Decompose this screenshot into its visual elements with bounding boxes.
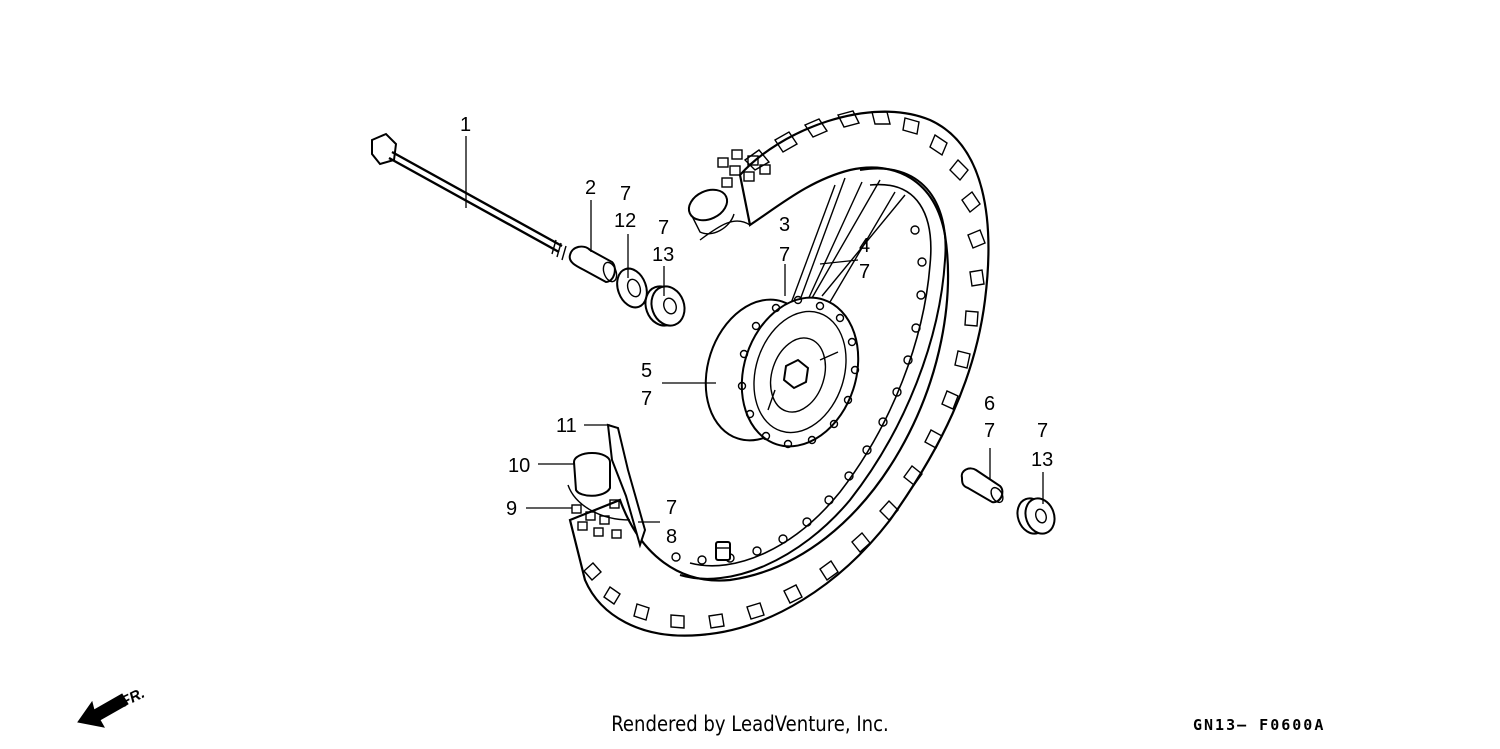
callout-7d: 7 <box>859 261 870 283</box>
callout-13b: 13 <box>1031 449 1053 471</box>
callout-5: 5 <box>641 360 652 382</box>
callout-1: 1 <box>460 114 471 136</box>
callout-2: 2 <box>585 177 596 199</box>
tube-rim-band-cutaway <box>567 423 647 549</box>
axle-collar <box>568 245 618 284</box>
rim-spoke-holes <box>671 225 927 565</box>
callout-13a: 13 <box>652 244 674 266</box>
callout-10: 10 <box>508 455 530 477</box>
callout-7c: 7 <box>779 244 790 266</box>
tube-cutaway-top <box>687 149 771 235</box>
rim <box>671 167 947 580</box>
figure-code: GN13— F0600A <box>1193 716 1326 734</box>
spokes <box>789 177 906 307</box>
radial-ball-bearing-right <box>1016 497 1056 535</box>
footer-credit: Rendered by LeadVenture, Inc. <box>611 712 889 736</box>
callout-8: 8 <box>666 526 677 548</box>
callout-6: 6 <box>984 393 995 415</box>
wheel-hub <box>704 295 860 449</box>
callout-11: 11 <box>556 415 577 437</box>
valve-stem <box>715 541 731 561</box>
callout-7b: 7 <box>658 217 669 239</box>
callout-4: 4 <box>859 235 870 257</box>
callout-7a: 7 <box>620 183 631 205</box>
leader-lines <box>465 136 1044 523</box>
callout-3: 3 <box>779 214 790 236</box>
callout-7f: 7 <box>984 420 995 442</box>
callout-7g: 7 <box>1037 420 1048 442</box>
callout-7e: 7 <box>641 388 652 410</box>
hub-flange-holes <box>737 295 860 449</box>
axle <box>371 132 567 261</box>
callout-labels: 1 2 3 4 5 6 7 7 7 7 7 7 7 7 8 9 10 11 12… <box>460 114 1053 548</box>
dust-seal <box>616 267 648 309</box>
radial-ball-bearing-left <box>644 285 686 327</box>
distance-collar <box>960 467 1004 504</box>
callout-12: 12 <box>614 210 636 232</box>
callout-7h: 7 <box>666 497 677 519</box>
callout-9: 9 <box>506 498 517 520</box>
front-arrow-icon <box>77 693 129 728</box>
